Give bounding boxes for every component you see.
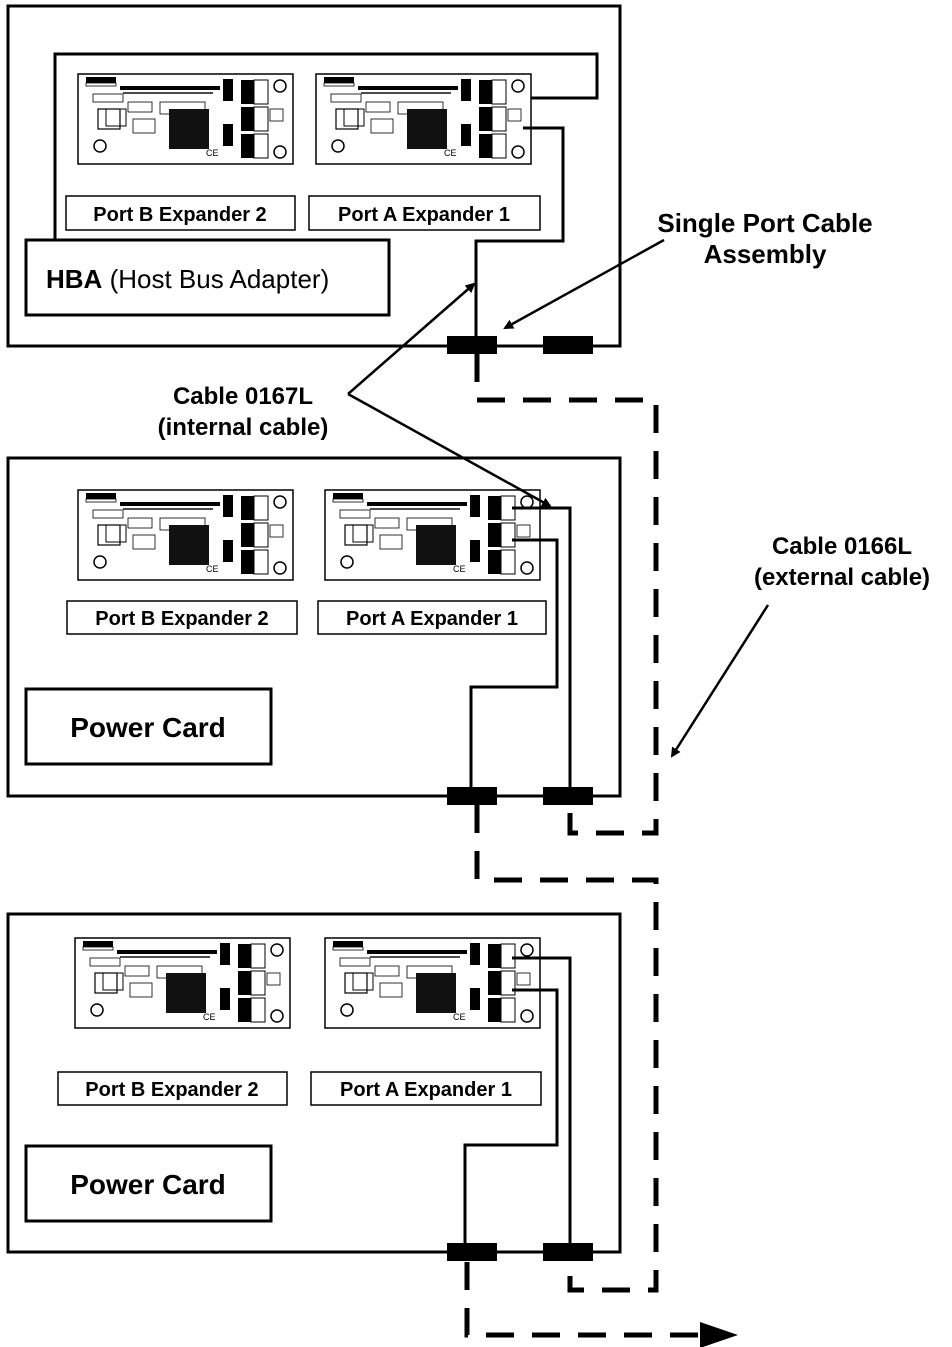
internal-cable-label-line2: (internal cable)	[158, 414, 329, 441]
port-a-label: Port A Expander 1	[340, 1079, 512, 1101]
external-cable-path	[464, 354, 700, 1338]
continuation-arrowhead	[700, 1322, 738, 1347]
callout-external-cable: Cable 0166L (external cable)	[670, 533, 930, 758]
chassis-3-connector-2	[543, 1243, 593, 1261]
expander-board-port-a	[315, 73, 532, 165]
single-port-label-line2: Assembly	[704, 239, 827, 269]
chassis-2: Port B Expander 2 Port A Expander 1 Powe…	[6, 456, 622, 805]
external-cable-label-line1: Cable 0166L	[772, 533, 912, 560]
single-port-label-line1: Single Port Cable	[657, 208, 872, 238]
expander-board-port-b	[77, 489, 294, 581]
expander-board-port-a	[324, 489, 541, 581]
internal-cable-label-line1: Cable 0167L	[173, 383, 313, 410]
chassis-2-connector-1	[447, 787, 497, 805]
port-b-label: Port B Expander 2	[95, 608, 268, 630]
chassis-3: Port B Expander 2 Port A Expander 1 Powe…	[6, 912, 622, 1261]
callout-internal-cable: Cable 0167L (internal cable)	[158, 282, 552, 508]
power-card-label: Power Card	[70, 712, 226, 743]
power-card-label: Power Card	[70, 1169, 226, 1200]
chassis-2-connector-2	[543, 787, 593, 805]
external-cable-label-line2: (external cable)	[754, 564, 930, 591]
callout-single-port: Single Port Cable Assembly	[503, 208, 873, 330]
expander-board-port-b	[74, 937, 291, 1029]
hba-title: HBA (Host Bus Adapter)	[46, 264, 329, 294]
port-a-label: Port A Expander 1	[346, 608, 518, 630]
hba-connector-1	[447, 336, 497, 354]
expander-board-port-a	[324, 937, 541, 1029]
port-b-label: Port B Expander 2	[85, 1079, 258, 1101]
hba-chassis: Port B Expander 2 Port A Expander 1 HBA …	[6, 4, 622, 354]
hba-connector-2	[543, 336, 593, 354]
port-a-label: Port A Expander 1	[338, 204, 510, 226]
port-b-label: Port B Expander 2	[93, 204, 266, 226]
chassis-3-connector-1	[447, 1243, 497, 1261]
expander-board-port-b	[77, 73, 294, 165]
